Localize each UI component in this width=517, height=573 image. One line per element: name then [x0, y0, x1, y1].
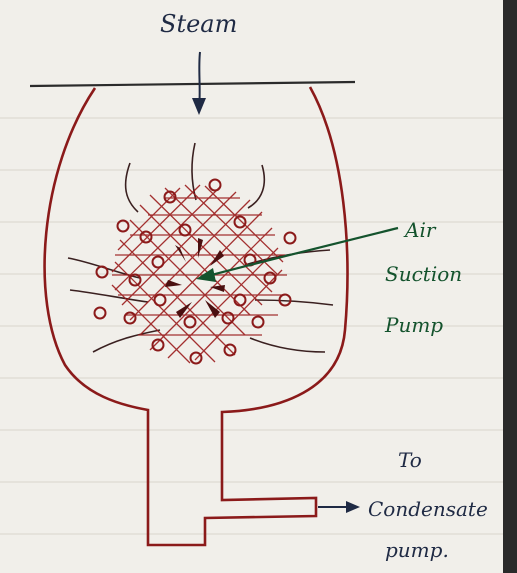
suction-label: Suction [385, 262, 462, 286]
pump-label: Pump [385, 313, 443, 337]
condensate-label: Condensate [368, 497, 488, 521]
condensate-pump-label: pump. [385, 538, 449, 562]
page-edge-shadow [503, 0, 517, 573]
to-label: To [398, 448, 422, 472]
steam-label: Steam [160, 10, 237, 38]
vessel-top-line [30, 82, 355, 86]
air-label: Air [405, 218, 435, 242]
condensate-outlet-arrow [318, 501, 360, 513]
